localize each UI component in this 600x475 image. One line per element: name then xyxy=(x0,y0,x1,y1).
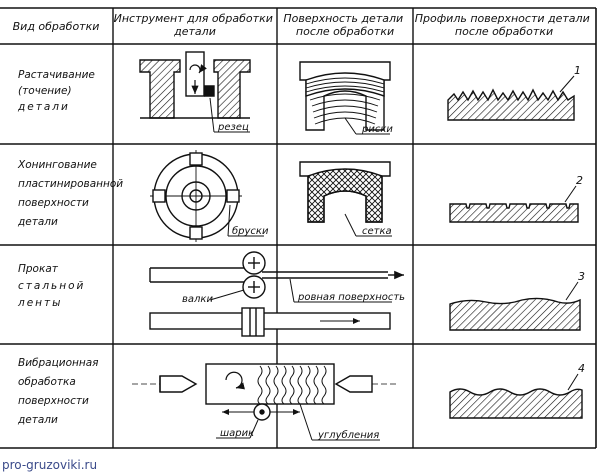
profile-number-4: 4 xyxy=(578,362,585,375)
cutter-label-group: резец xyxy=(209,97,250,133)
profile-1-drawing xyxy=(447,75,575,121)
profile-2-drawing xyxy=(449,185,579,223)
surface-scratches-drawing xyxy=(299,61,391,131)
vibration-tool-drawing xyxy=(132,363,396,421)
bars-label-group: бруски xyxy=(227,204,269,237)
tool-label-ball: шарик xyxy=(220,428,254,439)
header-col1: Вид обработки xyxy=(13,20,100,33)
header-col3: Поверхность детали после обработки xyxy=(283,12,406,38)
scratches-label-group: риски xyxy=(344,117,393,135)
surface-label-grooves: углубления xyxy=(317,429,379,441)
profile-number-3: 3 xyxy=(578,270,585,283)
profile-number-1: 1 xyxy=(574,64,581,77)
surface-label-scratches: риски xyxy=(361,124,393,135)
mesh-label-group: сетка xyxy=(344,213,392,237)
row3-name: Прокат стальной ленты xyxy=(17,263,89,309)
surface-label-mesh: сетка xyxy=(362,226,392,237)
surface-label-flat: ровная поверхность xyxy=(297,292,405,303)
flat-surface-label-group: ровная поверхность xyxy=(289,278,405,303)
tool-label-bars: бруски xyxy=(232,225,269,237)
header-col4: Профиль поверхности детали после обработ… xyxy=(415,12,593,38)
row1-name: Растачивание (точение) детали xyxy=(17,69,98,113)
honing-tool-drawing xyxy=(150,150,242,242)
surface-mesh-drawing xyxy=(299,161,391,223)
table-grid xyxy=(0,7,597,449)
tool-label-rolls: валки xyxy=(182,294,213,305)
profile-number-2: 2 xyxy=(576,174,583,187)
rolls-label-group: валки xyxy=(182,289,245,305)
grooves-label-group: углубления xyxy=(299,403,380,441)
rolling-tool-drawing xyxy=(149,251,404,337)
profile-4-drawing xyxy=(449,373,583,419)
watermark: pro-gruzoviki.ru xyxy=(2,458,97,472)
tool-label-cutter: резец xyxy=(217,122,249,133)
row4-name: Вибрационная обработка поверхности детал… xyxy=(17,357,102,426)
profile-3-drawing xyxy=(449,281,581,331)
header-col2: Инструмент для обработки детали xyxy=(114,12,277,38)
row2-name: Хонингование пластинированной поверхност… xyxy=(17,159,126,228)
ball-label-group: шарик xyxy=(216,419,259,439)
boring-tool-drawing xyxy=(139,51,251,119)
